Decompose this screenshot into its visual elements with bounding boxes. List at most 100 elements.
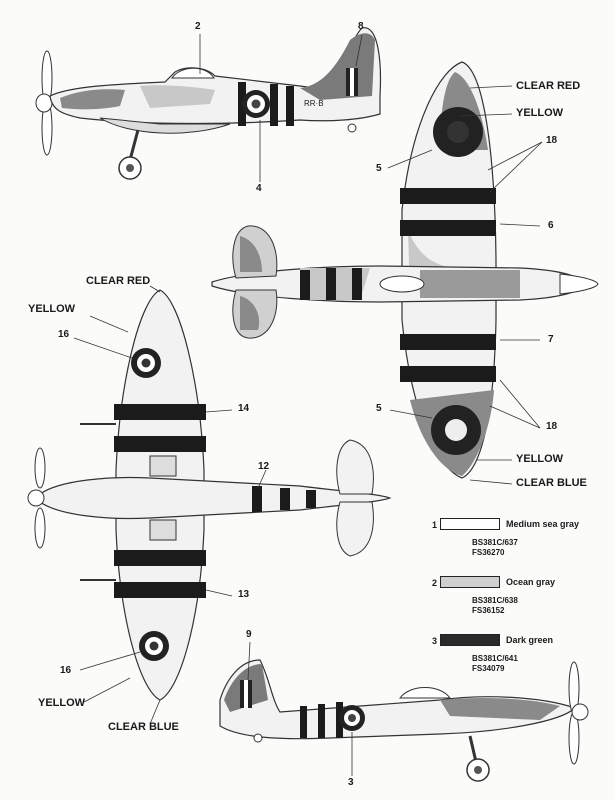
wheel-hub <box>126 164 134 172</box>
callout-16-upper: 16 <box>58 329 70 340</box>
callout-12: 12 <box>258 461 270 472</box>
callout-18-lower: 18 <box>546 421 558 432</box>
fuselage <box>219 659 577 740</box>
camo-patch <box>240 236 262 272</box>
legend-code-fs: FS36152 <box>472 606 505 615</box>
fuselage-stripe <box>326 268 336 300</box>
camo-patch <box>300 33 375 100</box>
legend-code-fs: FS36270 <box>472 548 505 557</box>
landing-gear-leg <box>128 129 140 161</box>
fuselage-stripe <box>300 270 310 300</box>
wing-stripe <box>114 436 206 452</box>
camo-patch <box>140 85 215 108</box>
legend-color-name: Medium sea gray <box>506 519 580 529</box>
label-yellow-upper-lower: YELLOW <box>516 453 564 465</box>
wing-stripe <box>400 366 496 382</box>
legend-color-name: Dark green <box>506 635 554 645</box>
fin-flash <box>244 680 248 708</box>
camo-patch <box>440 698 560 720</box>
callout-16-lower: 16 <box>60 665 72 676</box>
callout-18-upper: 18 <box>546 135 558 146</box>
wing-stripe <box>114 582 206 598</box>
legend-swatch <box>440 576 500 588</box>
wing-stripe <box>114 550 206 566</box>
plan-view-lower <box>27 289 392 701</box>
callout-5-lower: 5 <box>376 403 382 414</box>
fuselage <box>39 476 392 520</box>
fuselage-stripe <box>306 490 316 508</box>
callout-2: 2 <box>195 21 201 32</box>
legend-swatch <box>440 634 500 646</box>
leader-lines <box>73 34 543 776</box>
callout-4: 4 <box>256 183 262 194</box>
wheel-hub <box>474 766 482 774</box>
label-yellow-lower: YELLOW <box>28 303 76 315</box>
label-yellow-upper: YELLOW <box>516 107 564 119</box>
label-clear-blue-lower: CLEAR BLUE <box>108 721 179 733</box>
callout-7: 7 <box>548 334 554 345</box>
legend-number: 1 <box>432 520 438 530</box>
spinner <box>559 273 599 295</box>
callout-3: 3 <box>348 777 354 788</box>
camo-patch <box>60 89 125 110</box>
tail-code-upper: RR·B <box>304 99 324 108</box>
fuselage-stripe <box>318 704 325 738</box>
wing-root <box>99 117 231 134</box>
roundel-lower <box>149 641 159 651</box>
roundel-upper <box>445 419 467 441</box>
legend-number: 3 <box>432 636 438 646</box>
callout-13: 13 <box>238 589 250 600</box>
wing-stripe <box>400 334 496 350</box>
roundel-lower <box>141 358 151 368</box>
fuselage-stripe <box>270 84 278 126</box>
wing-stripe <box>114 404 206 420</box>
spinner <box>27 489 45 507</box>
tail-wheel <box>347 123 357 133</box>
propeller-blade <box>34 447 46 489</box>
callout-14: 14 <box>238 403 250 414</box>
label-clear-red-lower: CLEAR RED <box>86 275 151 287</box>
callout-6: 6 <box>548 220 554 231</box>
label-clear-red-upper: CLEAR RED <box>516 80 581 92</box>
landing-gear-leg <box>468 735 478 763</box>
legend-code-bs: BS381C/637 <box>472 538 518 547</box>
roundel <box>251 99 261 109</box>
fuselage-stripe <box>286 86 294 126</box>
radiator <box>149 455 177 477</box>
legend-code-bs: BS381C/638 <box>472 596 518 605</box>
callout-8: 8 <box>358 21 364 32</box>
fuselage-stripe <box>300 706 307 738</box>
roundel-upper <box>447 121 469 143</box>
roundel <box>348 714 356 722</box>
tailplane <box>336 439 374 495</box>
legend-number: 2 <box>432 578 438 588</box>
side-view-lower <box>219 659 589 782</box>
fin-flash <box>350 68 354 96</box>
fuselage-stripe <box>252 486 262 512</box>
callout-9: 9 <box>246 629 252 640</box>
fuselage-stripe <box>352 268 362 300</box>
label-clear-blue-upper: CLEAR BLUE <box>516 477 587 489</box>
canopy <box>379 275 425 293</box>
wing-stripe <box>400 188 496 204</box>
label-yellow-lower-bottom: YELLOW <box>38 697 86 709</box>
tail-wheel <box>253 733 263 743</box>
side-view-upper <box>35 27 382 180</box>
camo-patch <box>420 270 520 298</box>
legend-color-name: Ocean gray <box>506 577 556 587</box>
canopy <box>171 67 215 79</box>
fuselage-stripe <box>280 488 290 510</box>
legend-code-bs: BS381C/641 <box>472 654 518 663</box>
wing-stripe <box>400 220 496 236</box>
legend-code-fs: FS34079 <box>472 664 505 673</box>
canopy <box>399 687 451 699</box>
plan-view-upper <box>211 61 599 479</box>
callout-5-upper: 5 <box>376 163 382 174</box>
camo-patch <box>240 296 260 330</box>
propeller-blade <box>34 507 46 549</box>
radiator <box>149 519 177 541</box>
legend-swatch <box>440 518 500 530</box>
spinner <box>571 703 589 721</box>
